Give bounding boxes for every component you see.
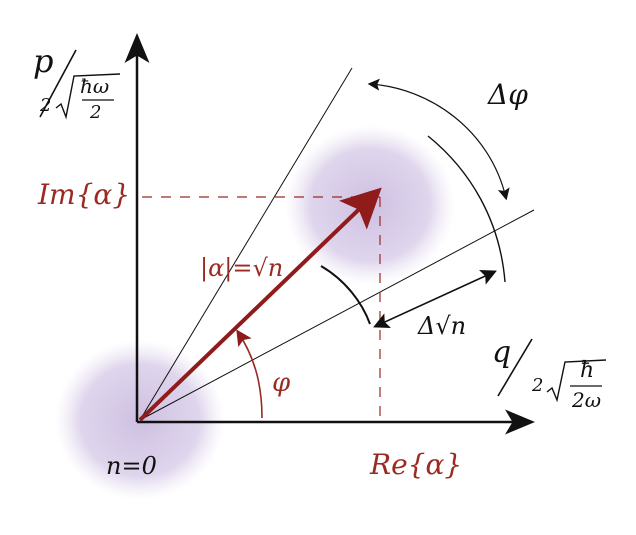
q-denominator-prefix: 2 (532, 375, 544, 396)
p-fraction-slash (39, 49, 77, 118)
p-radicand-bottom: 2 (90, 102, 102, 123)
q-radical-sign (546, 359, 607, 403)
phase-angle-label: φ (272, 368, 291, 398)
delta-amplitude-arrow (373, 270, 497, 328)
re-alpha-label: Re{α} (370, 448, 463, 481)
q-fraction-slash (497, 338, 533, 397)
p-denominator-prefix: 2 (40, 95, 52, 116)
im-alpha-label: Im{α} (38, 178, 131, 211)
upper-phase-bound-line (139, 67, 353, 421)
p-axis-label: p (33, 42, 54, 80)
phase-angle-arc (236, 329, 263, 419)
delta-phase-label: Δφ (488, 78, 528, 111)
alpha-vector (138, 187, 382, 422)
q-radicand-bottom: 2ω (572, 388, 602, 412)
modulus-label: |α|=√n (200, 254, 284, 282)
q-radicand-top: ħ (580, 358, 595, 383)
coherent-state-blob (285, 125, 455, 285)
delta-amplitude-label: Δ√n (418, 312, 467, 340)
q-axis-label: q (492, 335, 512, 370)
amplitude-width-arc (320, 265, 371, 325)
vacuum-label: n=0 (106, 452, 157, 480)
p-radicand-top: ħω (80, 74, 110, 98)
lower-phase-bound-line (139, 209, 535, 421)
outer-radial-arc (427, 135, 506, 283)
delta-phase-arc (367, 78, 510, 201)
p-radical-sign (55, 73, 121, 120)
